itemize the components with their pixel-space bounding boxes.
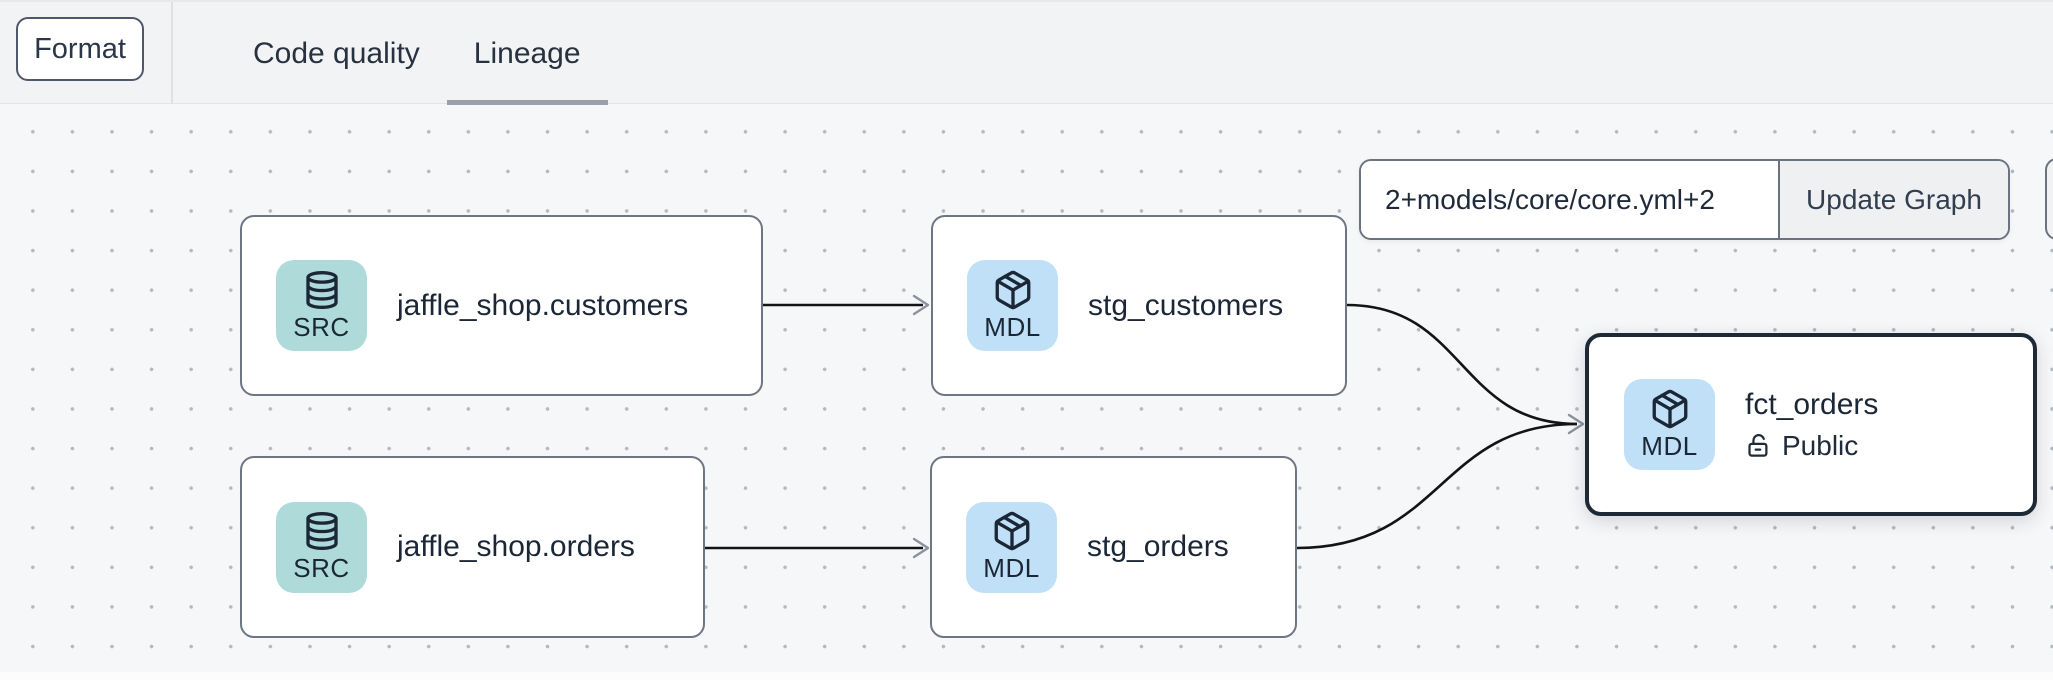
header-divider <box>171 2 173 104</box>
badge-label: SRC <box>293 311 350 342</box>
cube-icon <box>995 270 1030 309</box>
lineage-selector-input[interactable] <box>1361 161 1778 238</box>
node-label: fct_orders <box>1745 387 1879 421</box>
editor-header: Format Code quality Lineage <box>0 0 2053 106</box>
tab-bar: Code quality Lineage <box>174 2 608 106</box>
node-jaffle-shop-customers[interactable]: SRC jaffle_shop.customers <box>240 215 763 396</box>
tab-label: Lineage <box>473 37 581 70</box>
node-label: jaffle_shop.orders <box>397 530 635 563</box>
partial-button-right[interactable] <box>2045 158 2053 240</box>
node-fct-orders[interactable]: MDL fct_orders Public <box>1585 333 2037 516</box>
badge-label: MDL <box>1641 430 1698 461</box>
model-badge: MDL <box>1624 379 1715 470</box>
node-jaffle-shop-orders[interactable]: SRC jaffle_shop.orders <box>240 456 705 638</box>
cube-icon <box>994 511 1029 551</box>
lineage-selector-group: Update Graph <box>1359 159 2010 240</box>
node-label: stg_orders <box>1087 530 1229 563</box>
tab-lineage[interactable]: Lineage <box>446 2 608 106</box>
model-badge: MDL <box>966 501 1057 593</box>
tab-label: Code quality <box>253 37 420 70</box>
cube-icon <box>1652 389 1687 428</box>
source-badge: SRC <box>276 260 367 351</box>
node-label: jaffle_shop.customers <box>397 288 689 322</box>
node-body: fct_orders Public <box>1745 388 1878 462</box>
format-button[interactable]: Format <box>16 17 144 81</box>
database-icon <box>305 270 338 309</box>
tab-underline <box>446 100 608 105</box>
lock-open-icon <box>1748 434 1768 457</box>
badge-label: MDL <box>983 553 1040 583</box>
badge-label: MDL <box>984 311 1041 342</box>
badge-label: SRC <box>293 553 350 583</box>
access-row: Public <box>1745 430 1878 462</box>
model-badge: MDL <box>967 260 1058 351</box>
node-label: stg_customers <box>1088 288 1284 322</box>
tab-code-quality[interactable]: Code quality <box>226 2 447 106</box>
bottom-strip <box>0 672 2053 680</box>
update-graph-button[interactable]: Update Graph <box>1778 161 2008 238</box>
source-badge: SRC <box>276 501 367 593</box>
database-icon <box>305 512 338 550</box>
node-stg-orders[interactable]: MDL stg_orders <box>930 456 1297 638</box>
access-label: Public <box>1782 429 1859 461</box>
node-stg-customers[interactable]: MDL stg_customers <box>931 215 1347 396</box>
